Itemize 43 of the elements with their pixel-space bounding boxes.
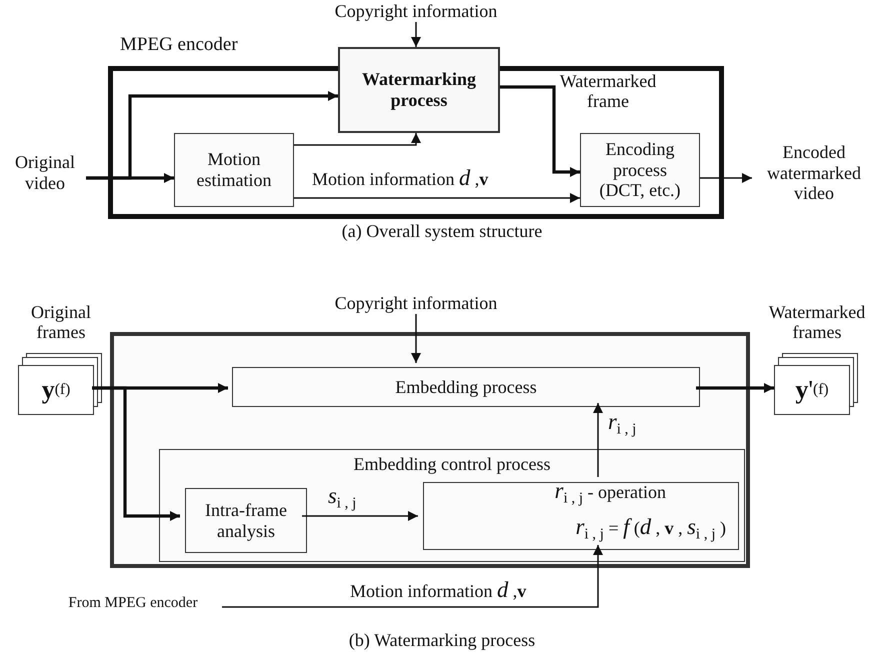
- edge-label: s$_{i , j}$: [328, 484, 356, 512]
- arrow: [411, 22, 421, 47]
- stack-heading: Original frames: [30, 303, 92, 343]
- edge-label: Watermarked frame: [558, 72, 658, 112]
- caption: (b) Watermarking process: [348, 630, 536, 651]
- box-label: Encoding process (DCT, etc.): [598, 138, 682, 202]
- arrow: [411, 314, 421, 363]
- process-box: [174, 133, 294, 207]
- arrow: [593, 403, 603, 477]
- arrow: [86, 91, 338, 180]
- stack-heading: Watermarked frames: [768, 303, 866, 343]
- arrow: [700, 173, 752, 183]
- process-box: [423, 482, 739, 550]
- process-box: [232, 367, 700, 407]
- input-label: Copyright information: [334, 292, 498, 314]
- box-label: Embedding process: [395, 376, 537, 398]
- caption: (a) Overall system structure: [342, 221, 542, 242]
- source-label: From MPEG encoder: [68, 595, 198, 613]
- arrow: [294, 193, 580, 203]
- box-label: Motion estimation: [196, 149, 272, 191]
- arrow: [294, 133, 421, 146]
- arrow: [222, 545, 603, 608]
- process-box: [338, 47, 500, 133]
- arrow: [92, 386, 180, 521]
- input-label: Copyright information: [334, 0, 498, 22]
- process-box: [580, 133, 700, 207]
- input-label: Original video: [14, 152, 76, 194]
- formula-text: r$_{i , j}$ = f (d , v , s$_{i , j}$ ): [576, 514, 726, 544]
- group-title: Embedding control process: [354, 454, 550, 475]
- box-label: r$_{i , j}$ - operation: [554, 478, 666, 508]
- process-box: [110, 332, 750, 568]
- process-box: [185, 488, 307, 553]
- edge-label: Motion information d ,v: [350, 578, 526, 603]
- box-label: Intra-frame analysis: [204, 500, 288, 542]
- process-box: [159, 449, 745, 562]
- arrow: [302, 511, 418, 521]
- arrow: [696, 383, 774, 393]
- box-label: Watermarking process: [361, 69, 477, 111]
- edge-label: Motion information d ,v: [312, 166, 488, 191]
- group-title: MPEG encoder: [120, 34, 238, 56]
- edge-label: r$_{i , j}$: [608, 410, 636, 438]
- arrow: [500, 85, 580, 177]
- output-label: Encoded watermarked video: [766, 142, 862, 204]
